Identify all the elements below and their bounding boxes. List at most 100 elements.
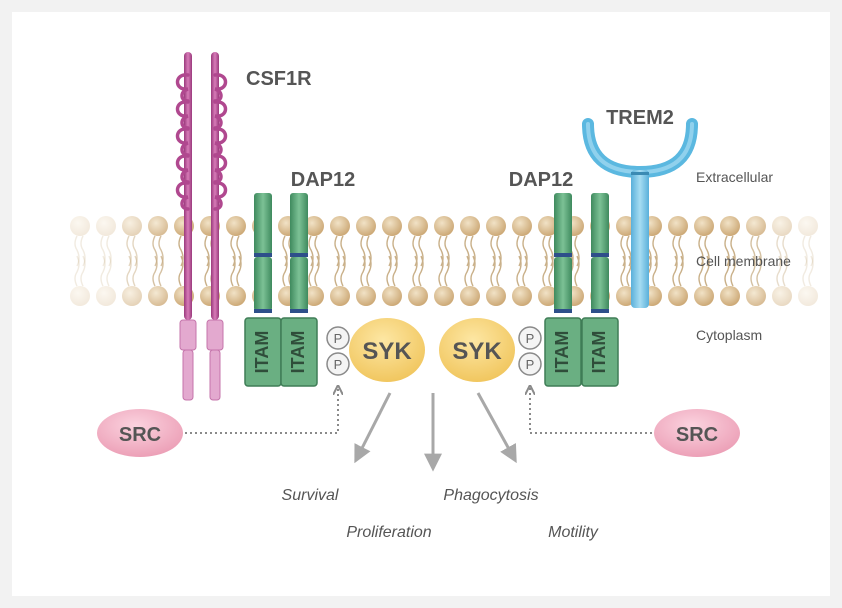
dap12-junction bbox=[254, 309, 272, 313]
csf1r-label: CSF1R bbox=[246, 68, 312, 90]
lipid-head bbox=[356, 286, 376, 306]
lipid-head bbox=[668, 286, 688, 306]
lipid-tail bbox=[386, 255, 398, 287]
lipid-tail bbox=[152, 235, 164, 267]
dap12-junction bbox=[591, 309, 609, 313]
lipid-tail bbox=[542, 235, 554, 267]
dap12-lower-rod bbox=[254, 257, 272, 311]
lipid-head bbox=[486, 286, 506, 306]
src-left: SRC bbox=[97, 409, 183, 457]
csf1r-ig-loop bbox=[175, 181, 190, 211]
lipid-head bbox=[408, 216, 428, 236]
itam-label: ITAM bbox=[252, 331, 272, 374]
dap12-junction bbox=[254, 253, 272, 257]
lipid-head bbox=[304, 286, 324, 306]
lipid-tail bbox=[464, 235, 476, 267]
lipid-head bbox=[694, 286, 714, 306]
lipid-head bbox=[434, 286, 454, 306]
lipid-head bbox=[434, 216, 454, 236]
dap12-right-label: DAP12 bbox=[509, 169, 573, 191]
csf1r-receptor bbox=[175, 52, 228, 401]
dap12-junction bbox=[290, 309, 308, 313]
lipid-tail bbox=[464, 255, 476, 287]
lipid-tail bbox=[308, 255, 320, 287]
src-left-label: SRC bbox=[119, 424, 161, 446]
lipid-head bbox=[538, 216, 558, 236]
extracellular-label: Extracellular bbox=[696, 169, 773, 185]
lipid-head bbox=[330, 216, 350, 236]
phosphate-circle bbox=[518, 326, 542, 350]
lipid-tail bbox=[672, 235, 684, 267]
lipid-head bbox=[772, 216, 792, 236]
lipid-head bbox=[746, 216, 766, 236]
lipid-head bbox=[772, 286, 792, 306]
arrow-survival bbox=[354, 392, 392, 464]
lipid-tail bbox=[412, 255, 424, 287]
lipid-head bbox=[70, 216, 90, 236]
dap12-lower-rod bbox=[554, 257, 572, 311]
csf1r-tail-segment bbox=[209, 349, 221, 401]
lipid-tail bbox=[100, 235, 112, 267]
csf1r-ig-loop bbox=[175, 73, 190, 103]
csf1r-ig-loop bbox=[213, 181, 228, 211]
csf1r-tail-segment bbox=[182, 349, 194, 401]
dap12-lower-rod bbox=[591, 257, 609, 311]
lipid-tail bbox=[776, 255, 788, 287]
lipid-head bbox=[122, 286, 142, 306]
lipid-head bbox=[356, 216, 376, 236]
lipid-tail bbox=[698, 255, 710, 287]
dap12-junction bbox=[591, 253, 609, 257]
itam-box bbox=[581, 317, 619, 387]
csf1r-kinase-segment bbox=[179, 319, 197, 351]
lipid-tail bbox=[620, 255, 632, 287]
lipid-head bbox=[382, 286, 402, 306]
syk-right: SYK bbox=[439, 318, 515, 382]
lipid-head bbox=[486, 216, 506, 236]
src-right-dotted-arrow bbox=[530, 387, 652, 434]
src-right-label: SRC bbox=[676, 424, 718, 446]
lipid-head bbox=[148, 216, 168, 236]
itam-box bbox=[544, 317, 582, 387]
phosphate-circle bbox=[518, 352, 542, 376]
lipid-tail bbox=[230, 255, 242, 287]
phosphate-label: P bbox=[526, 331, 535, 346]
trem2-receptor bbox=[582, 118, 698, 308]
dap12-lower-rod bbox=[290, 257, 308, 311]
dap12-upper-rod bbox=[290, 193, 308, 255]
lipid-tail bbox=[152, 255, 164, 287]
lipid-head bbox=[148, 286, 168, 306]
lipid-tail bbox=[308, 235, 320, 267]
lipid-head bbox=[512, 216, 532, 236]
lipid-tail bbox=[360, 255, 372, 287]
src-right: SRC bbox=[654, 409, 740, 457]
outcome-survival: Survival bbox=[282, 487, 339, 504]
lipid-tail bbox=[672, 255, 684, 287]
lipid-head bbox=[96, 216, 116, 236]
dap12-junction bbox=[554, 253, 572, 257]
csf1r-ig-loop bbox=[175, 127, 190, 157]
lipid-head bbox=[460, 286, 480, 306]
lipid-head bbox=[122, 216, 142, 236]
lipid-tail bbox=[516, 255, 528, 287]
lipid-head bbox=[746, 286, 766, 306]
phosphate-label: P bbox=[334, 357, 343, 372]
outcome-motility: Motility bbox=[548, 524, 599, 541]
itam-label: ITAM bbox=[552, 331, 572, 374]
src-left-dotted-arrow bbox=[185, 387, 338, 434]
lipid-head bbox=[668, 216, 688, 236]
csf1r-kinase-segment bbox=[206, 319, 224, 351]
lipid-head bbox=[408, 286, 428, 306]
outcome-phagocytosis: Phagocytosis bbox=[443, 487, 538, 504]
csf1r-ig-loop bbox=[213, 73, 228, 103]
lipid-tail bbox=[542, 255, 554, 287]
lipid-tail bbox=[438, 235, 450, 267]
lipid-head bbox=[798, 216, 818, 236]
lipid-tail bbox=[100, 255, 112, 287]
lipid-tail bbox=[776, 235, 788, 267]
lipid-head bbox=[720, 216, 740, 236]
lipid-head bbox=[694, 216, 714, 236]
lipid-tail bbox=[750, 255, 762, 287]
csf1r-ig-loop bbox=[175, 154, 190, 184]
